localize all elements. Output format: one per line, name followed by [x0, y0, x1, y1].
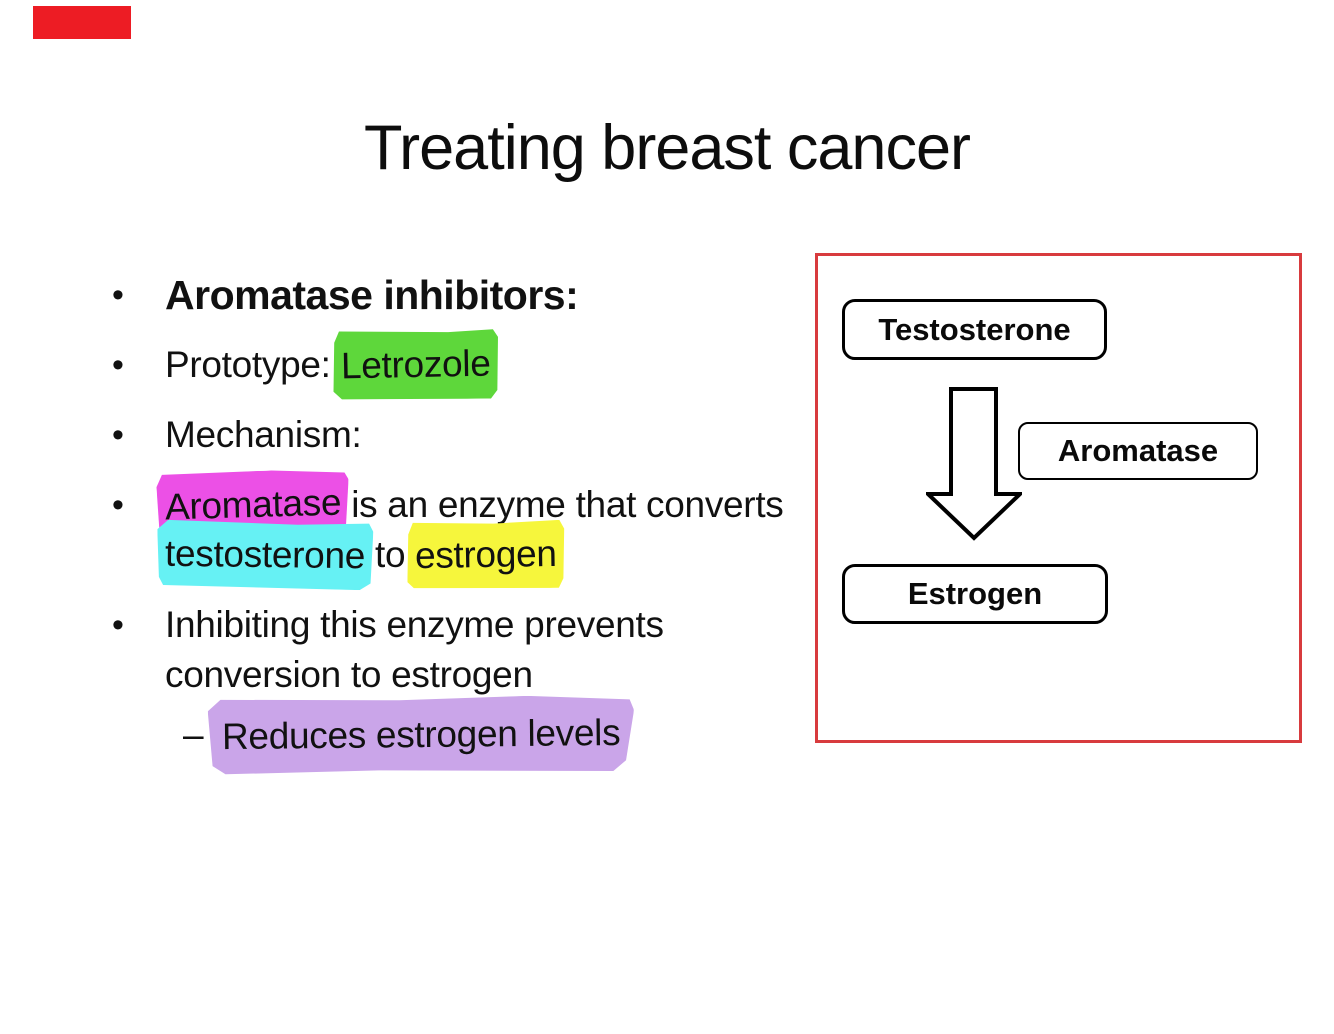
estrogen-node: Estrogen	[842, 564, 1108, 624]
bullet-item-enzyme-converts: • Aromatase is an enzyme that converts t…	[112, 480, 812, 580]
line-1: Inhibiting this enzyme prevents	[165, 604, 664, 645]
bullet-icon: •	[112, 346, 124, 384]
line-2: testosterone to estrogen	[165, 530, 812, 580]
prototype-label: Prototype:	[165, 344, 341, 385]
dash-icon: –	[183, 714, 204, 755]
red-corner-mark	[33, 6, 131, 39]
aromatase-label: Aromatase	[1057, 433, 1219, 468]
estrogen-label: Estrogen	[907, 576, 1043, 611]
plain-text: to	[365, 534, 416, 575]
bullet-icon: •	[112, 276, 124, 314]
bullet-text: Reduces estrogen levels	[222, 710, 812, 760]
bullet-text: Mechanism:	[165, 414, 362, 455]
sub-bullet-reduces-estrogen: – Reduces estrogen levels	[183, 710, 812, 760]
bullet-item-mechanism: • Mechanism:	[112, 410, 812, 460]
bullet-icon: •	[112, 486, 124, 524]
aromatase-node: Aromatase	[1018, 422, 1258, 480]
slide-title: Treating breast cancer	[364, 113, 971, 183]
highlight-estrogen: estrogen	[407, 520, 566, 590]
highlight-testosterone: testosterone	[157, 520, 374, 591]
aromatase-pathway-diagram: Testosterone Aromatase Estrogen	[815, 253, 1302, 743]
bullet-icon: •	[112, 606, 124, 644]
bullet-text: Aromatase is an enzyme that converts tes…	[165, 480, 812, 580]
bullet-list: • Aromatase inhibitors: • Prototype: Let…	[112, 270, 812, 780]
line-1: Aromatase is an enzyme that converts	[165, 480, 812, 530]
line-2: conversion to estrogen	[165, 654, 533, 695]
bullet-text: Prototype: Letrozole	[165, 340, 812, 390]
bullet-icon: •	[112, 416, 124, 454]
arrow-down-icon	[926, 387, 1022, 541]
bullet-text: Aromatase inhibitors:	[165, 272, 579, 318]
bullet-item-prototype: • Prototype: Letrozole	[112, 340, 812, 390]
plain-text: is an enzyme that converts	[341, 484, 784, 525]
bullet-text: Inhibiting this enzyme prevents conversi…	[165, 600, 812, 700]
bullet-item-inhibiting: • Inhibiting this enzyme prevents conver…	[112, 600, 812, 700]
highlight-letrozole: Letrozole	[332, 328, 499, 401]
testosterone-node: Testosterone	[842, 299, 1107, 360]
highlight-reduces-estrogen: Reduces estrogen levels	[208, 695, 635, 775]
bullet-item-aromatase-inhibitors: • Aromatase inhibitors:	[112, 270, 812, 320]
testosterone-label: Testosterone	[878, 311, 1071, 347]
